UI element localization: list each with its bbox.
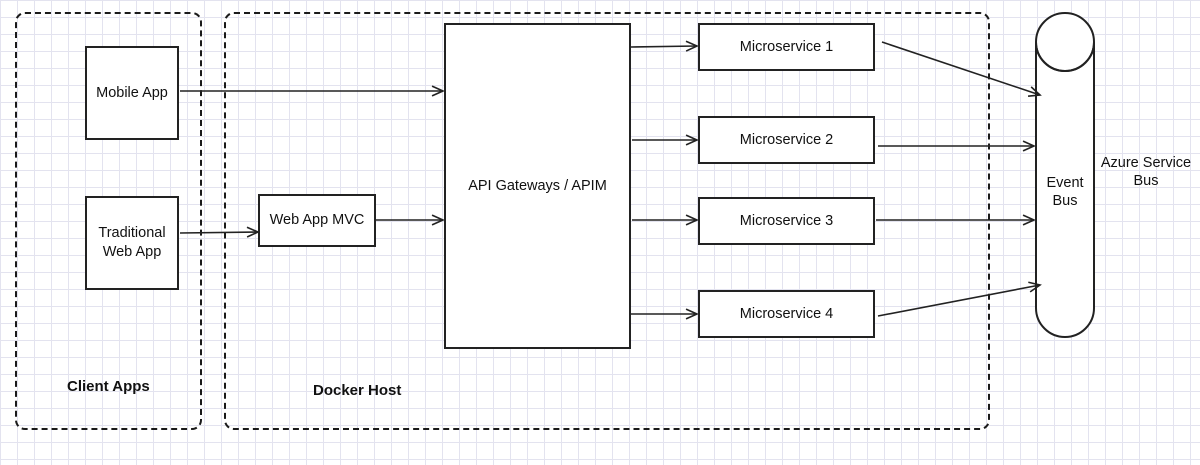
event-bus-cylinder: [1034, 12, 1096, 338]
docker-host-group: [224, 12, 990, 430]
web-app-mvc-node[interactable]: Web App MVC: [258, 194, 376, 247]
client-apps-group: [15, 12, 202, 430]
api-gateway-node[interactable]: API Gateways / APIM: [444, 23, 631, 349]
microservice-3-node[interactable]: Microservice 3: [698, 197, 875, 245]
microservice-1-label: Microservice 1: [739, 38, 834, 55]
web-app-mvc-label: Web App MVC: [269, 212, 365, 229]
azure-service-bus-label: Azure Service Bus: [1100, 155, 1192, 190]
client-apps-label: Client Apps: [67, 378, 150, 395]
event-bus-label: Event Bus: [1046, 175, 1084, 210]
mobile-app-label: Mobile App: [96, 84, 168, 101]
microservice-4-label: Microservice 4: [739, 305, 834, 322]
microservice-3-label: Microservice 3: [739, 212, 834, 229]
mobile-app-node[interactable]: Mobile App: [85, 46, 179, 140]
microservice-2-label: Microservice 2: [739, 131, 834, 148]
microservice-4-node[interactable]: Microservice 4: [698, 290, 875, 338]
microservice-1-node[interactable]: Microservice 1: [698, 23, 875, 71]
traditional-web-app-node[interactable]: Traditional Web App: [85, 196, 179, 290]
docker-host-label: Docker Host: [313, 382, 402, 399]
traditional-web-app-label: Traditional Web App: [98, 225, 166, 260]
api-gateway-label: API Gateways / APIM: [468, 177, 607, 194]
microservice-2-node[interactable]: Microservice 2: [698, 116, 875, 164]
